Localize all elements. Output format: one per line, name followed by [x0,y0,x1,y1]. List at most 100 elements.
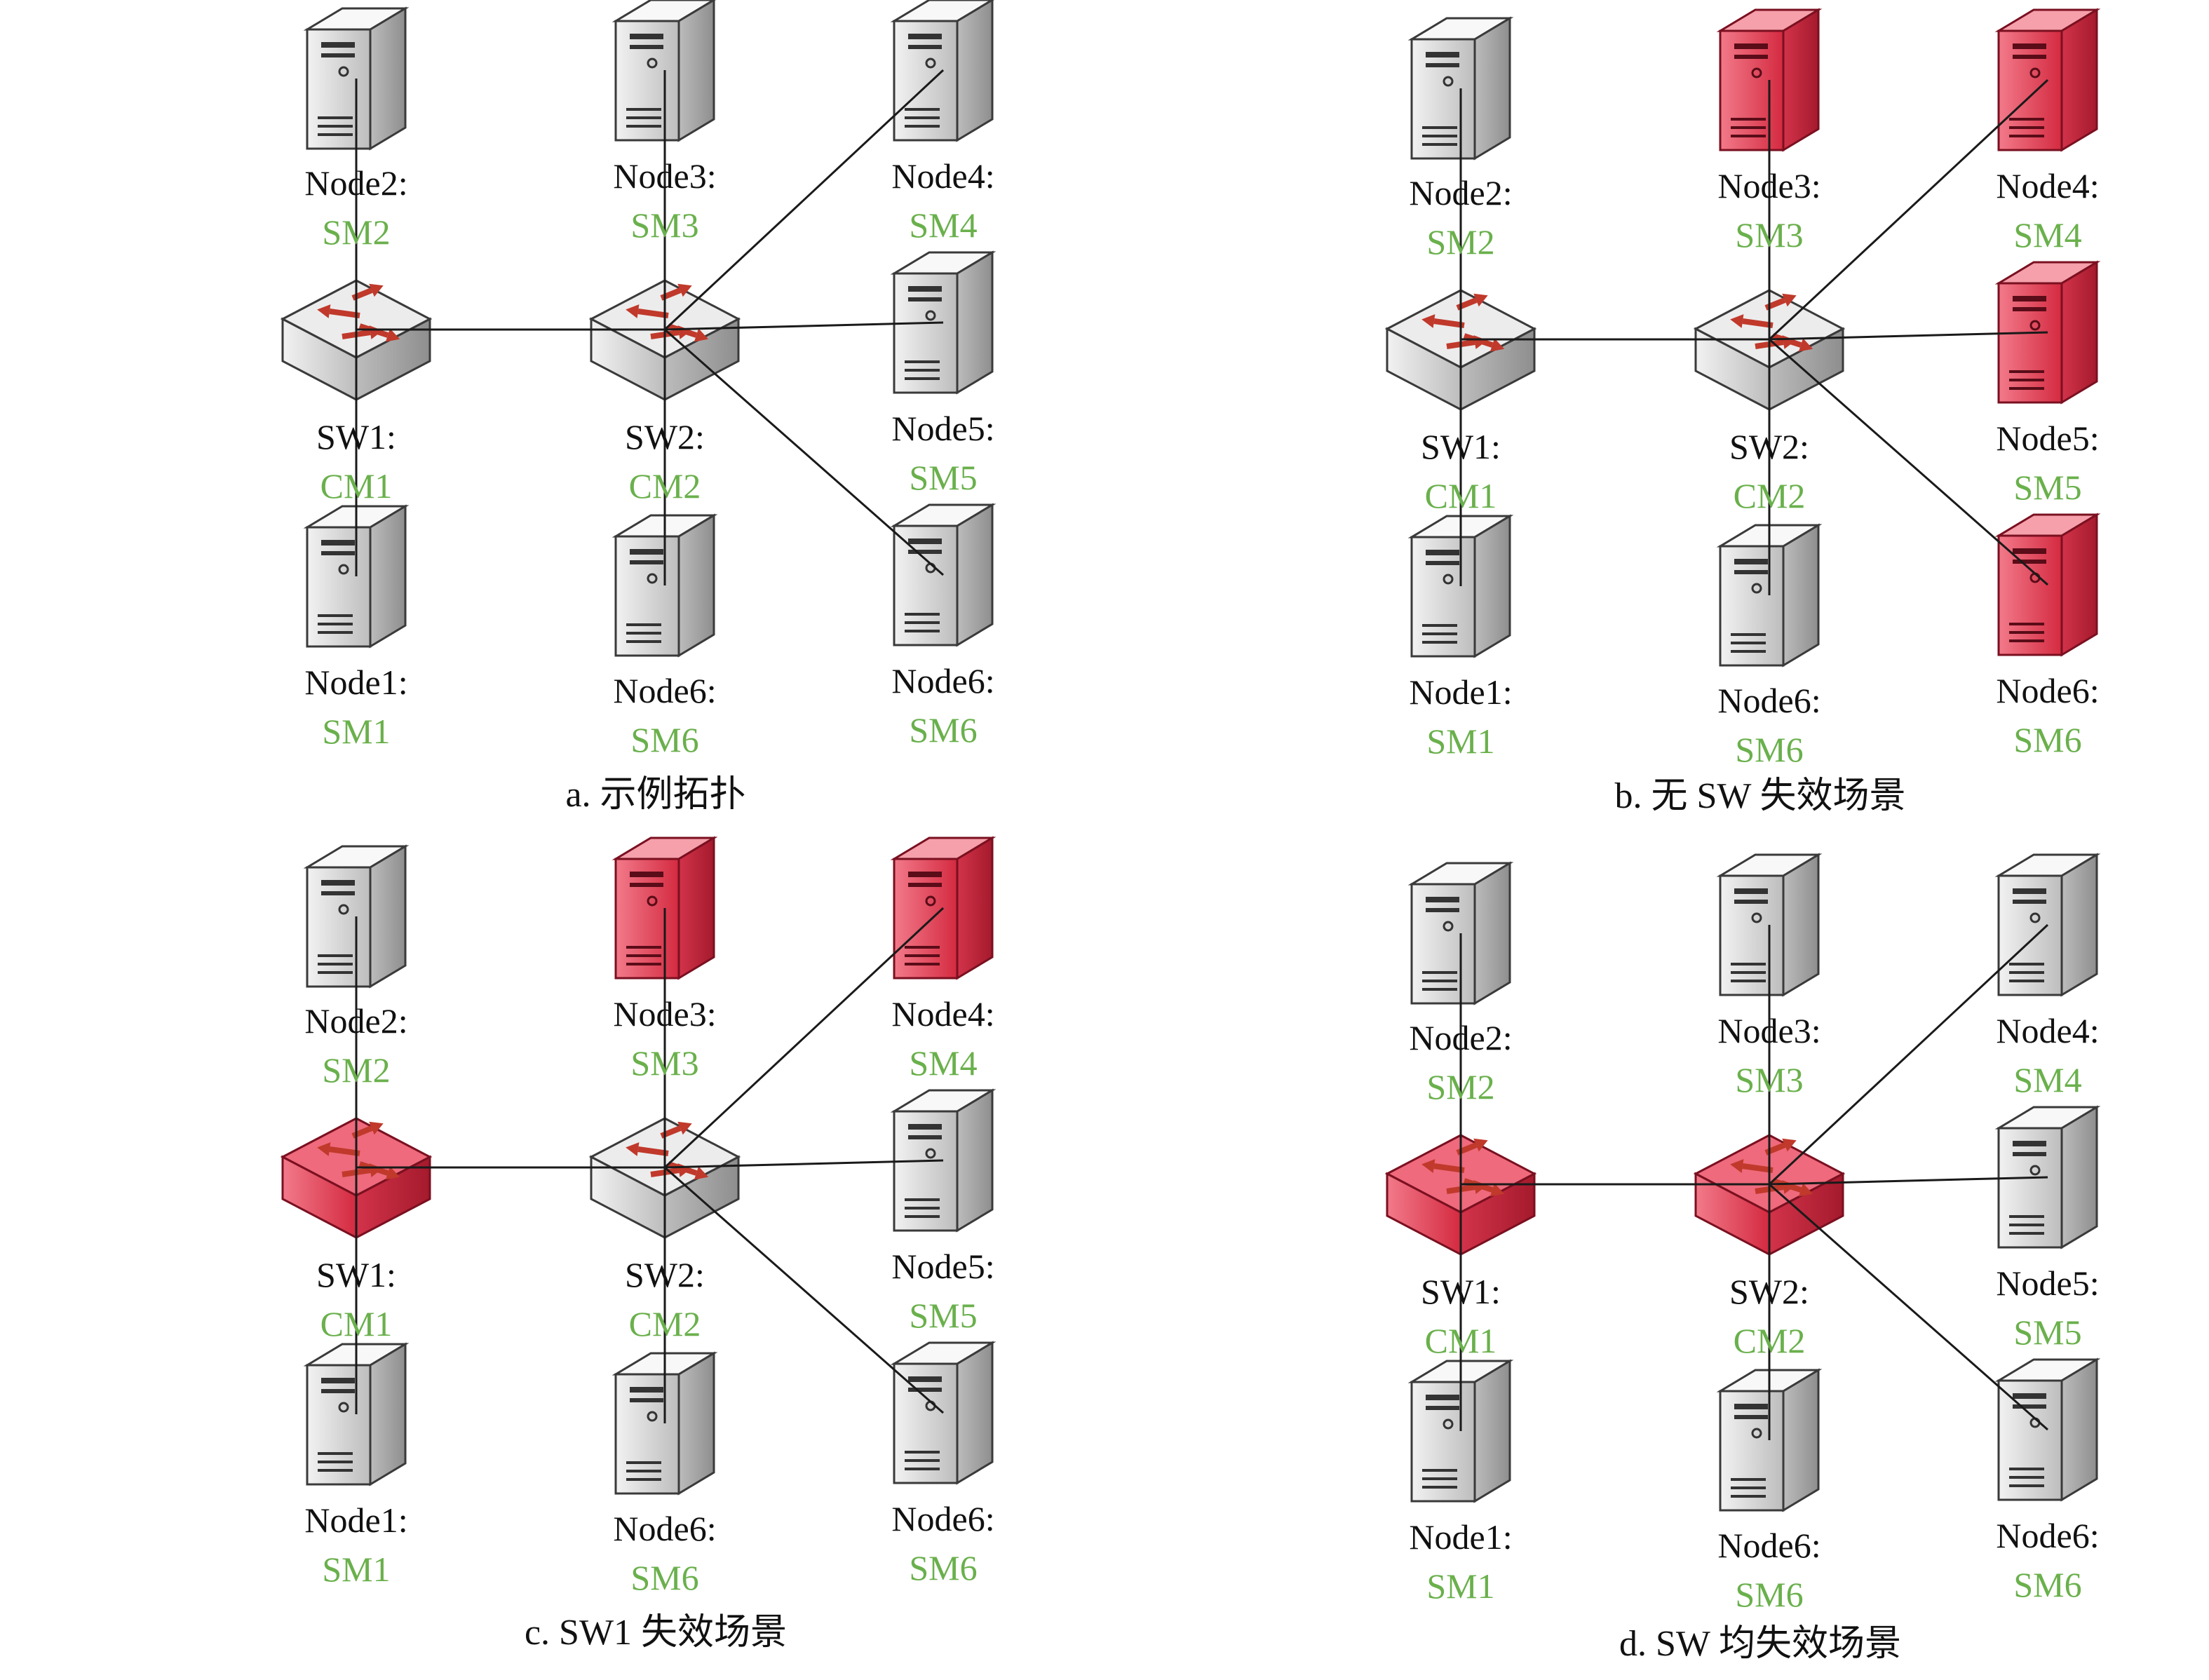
node-label: Node1: [1409,672,1512,712]
switch-label: SW2: [625,417,705,456]
node-label: Node6: [891,661,994,700]
node-label: Node4: [1996,166,2099,205]
link-sw2-node5 [664,1159,944,1169]
server-icon [1994,1105,2101,1249]
server-icon [1407,16,1514,161]
switch-label: SW1: [1421,427,1501,466]
server-icon [1407,861,1514,1005]
node-label: Node6: [1717,1526,1820,1565]
node-sub-label: SM1 [322,1550,390,1589]
node-label: Node1: [304,1501,407,1540]
node-label: Node6: [1717,681,1820,720]
node-label: Node2: [304,1001,407,1041]
server-icon [612,513,718,658]
node-sub-label: SM6 [909,1548,977,1587]
server-icon [612,1351,718,1496]
node-label: Node2: [304,163,407,203]
link-sw2-node4 [663,69,945,331]
server-icon [890,503,997,647]
node-label: Node2: [1409,1018,1512,1057]
node-sub-label: SM4 [909,205,977,245]
link-sw2-node5 [664,321,944,331]
node-sub-label: SM1 [322,712,390,751]
server-icon [1716,8,1823,152]
node-sub-label: SM3 [630,1043,698,1083]
node-sub-label: SM2 [322,212,390,252]
node-sub-label: SM5 [2013,468,2081,507]
server-icon [890,1088,997,1233]
node-label: Node3: [1717,166,1820,205]
server-icon [303,844,410,989]
node-label: Node6: [613,1509,716,1548]
link-sw2-node5 [1769,1176,2048,1186]
node-label: Node4: [891,156,994,196]
node-label: Node1: [304,663,407,702]
node-sub-label: SM3 [630,205,698,245]
node-label: Node2: [1409,173,1512,212]
server-icon [612,0,716,142]
node-label: Node5: [1996,419,2099,458]
node-label: Node6: [1996,1516,2099,1555]
panel-caption: a. 示例拓扑 [565,775,745,815]
server-icon [1994,8,2101,152]
node-sub-label: SM2 [1426,222,1494,262]
server-icon [1407,1359,1514,1503]
node-sub-label: SM5 [2013,1313,2081,1352]
server-icon [890,0,994,142]
switch-label: SW1: [316,417,396,456]
link-sw2-node5 [1769,331,2048,341]
switch-sub-label: CM2 [1734,1321,1806,1360]
node-sub-label: SM5 [909,1296,977,1335]
switch-label: SW2: [1729,1272,1809,1311]
link-sw2-node6b [1769,338,2048,586]
server-icon [1716,853,1823,997]
server-icon [1994,260,2101,405]
node-sub-label: SM6 [909,710,977,750]
switch-sub-label: CM1 [1425,1321,1497,1360]
server-icon [890,836,997,980]
panel-caption: b. 无 SW 失效场景 [1614,776,1905,816]
node-label: Node3: [1717,1011,1820,1050]
switch-sub-label: CM2 [629,1304,701,1343]
panel-caption: c. SW1 失效场景 [525,1613,787,1653]
panel-caption: d. SW 均失效场景 [1619,1624,1901,1664]
switch-sub-label: CM1 [1425,476,1497,515]
node-sub-label: SM4 [2013,215,2081,255]
node-label: Node5: [891,409,994,448]
node-sub-label: SM3 [1735,1060,1803,1099]
node-sub-label: SM6 [630,720,698,759]
switch-label: SW2: [1729,427,1809,466]
switch-sub-label: CM1 [320,466,393,506]
link-sw2-node4 [1768,923,2049,1186]
node-label: Node3: [613,994,716,1034]
node-sub-label: SM3 [1735,215,1803,255]
panel-d: Node2:SM2Node1:SM1Node3:SM3Node6:SM6Node… [1384,853,2101,1664]
node-label: Node6: [613,671,716,710]
node-sub-label: SM2 [1426,1067,1494,1106]
node-label: Node5: [891,1247,994,1286]
server-icon [1994,1357,2101,1502]
panel-c: Node2:SM2Node1:SM1Node3:SM3Node6:SM6Node… [280,836,997,1653]
node-sub-label: SM6 [1735,730,1803,769]
server-icon [612,836,718,980]
node-sub-label: SM6 [630,1558,698,1597]
switch-sub-label: CM1 [320,1304,393,1343]
link-sw2-node6b [664,1166,944,1414]
link-sw2-node4 [663,907,945,1169]
server-icon [1407,514,1514,658]
server-icon [1716,1368,1823,1512]
node-sub-label: SM1 [1426,722,1494,761]
node-label: Node1: [1409,1517,1512,1557]
node-sub-label: SM4 [2013,1060,2081,1099]
node-label: Node6: [891,1499,994,1538]
node-sub-label: SM6 [2013,720,2081,759]
link-sw2-node6b [664,328,944,576]
node-sub-label: SM6 [1735,1575,1803,1614]
node-label: Node3: [613,156,716,196]
switch-label: SW2: [625,1255,705,1294]
node-sub-label: SM6 [2013,1565,2081,1604]
